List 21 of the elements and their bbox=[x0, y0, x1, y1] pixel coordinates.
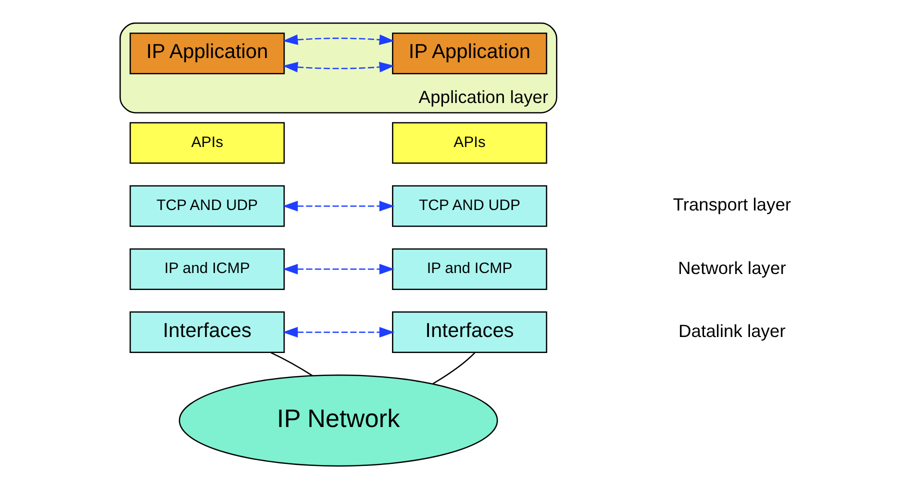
label: Datalink layer bbox=[678, 320, 785, 341]
node-box: APIs bbox=[129, 122, 284, 164]
node-box: IP and ICMP bbox=[392, 248, 547, 290]
node-box: Interfaces bbox=[392, 311, 547, 354]
node-box: Interfaces bbox=[129, 311, 284, 354]
arrow bbox=[282, 200, 394, 212]
connector bbox=[432, 352, 475, 384]
label: Transport layer bbox=[672, 194, 791, 215]
arrow bbox=[282, 34, 394, 46]
arrow bbox=[282, 62, 394, 72]
node-ellipse: IP Network bbox=[178, 374, 498, 467]
node-box: APIs bbox=[392, 122, 547, 164]
node-box: IP and ICMP bbox=[129, 248, 284, 290]
node-box: IP Application bbox=[392, 32, 547, 74]
node-box: TCP AND UDP bbox=[129, 185, 284, 227]
arrow bbox=[282, 264, 394, 274]
label: Network layer bbox=[678, 258, 786, 278]
node-box: TCP AND UDP bbox=[392, 185, 547, 227]
connector bbox=[270, 352, 312, 376]
node-box: IP Application bbox=[129, 32, 284, 74]
arrow bbox=[282, 326, 394, 338]
